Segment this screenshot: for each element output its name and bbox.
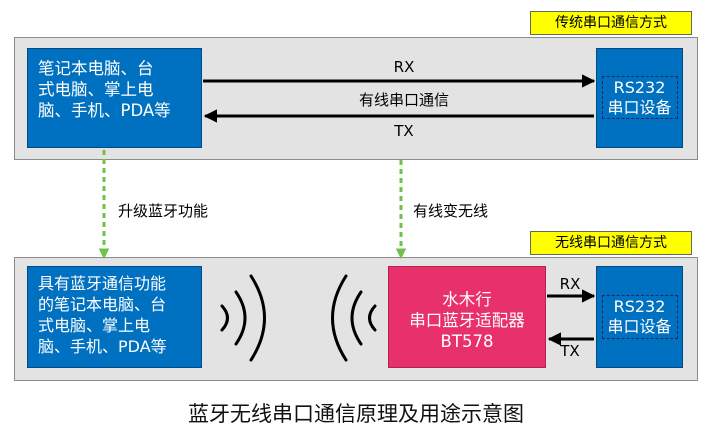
device-line: 具有蓝牙通信功能 [38, 274, 167, 293]
wireless-rs232-box: RS232 串口设备 [596, 266, 683, 368]
diagram-caption: 蓝牙无线串口通信原理及用途示意图 [188, 402, 524, 426]
device-line: 式电脑、掌上电 [38, 316, 151, 335]
wired-to-wireless-label: 有线变无线 [413, 202, 489, 220]
wireless-tx-label: TX [560, 342, 580, 360]
wireless-rx-label: RX [559, 275, 581, 293]
rs232-line: 串口设备 [607, 98, 672, 117]
adapter-line: 水木行 [442, 290, 492, 309]
traditional-tx-label: TX [394, 122, 414, 140]
rs232-inner-frame [602, 76, 678, 119]
traditional-rx-label: RX [393, 58, 415, 76]
device-line: 式电脑、掌上电 [38, 80, 154, 99]
device-line: 脑、手机、PDA等 [38, 337, 167, 356]
bluetooth-adapter-box: 水木行 串口蓝牙适配器 BT578 [388, 266, 546, 368]
adapter-line: 串口蓝牙适配器 [409, 311, 525, 330]
wireless-tag: 无线串口通信方式 [530, 231, 692, 255]
upgrade-bluetooth-label: 升级蓝牙功能 [118, 202, 209, 220]
rs232-line: RS232 [613, 78, 666, 97]
traditional-device-box: 笔记本电脑、台 式电脑、掌上电 脑、手机、PDA等 [27, 48, 202, 148]
device-line: 笔记本电脑、台 [38, 59, 154, 78]
wired-comm-label: 有线串口通信 [358, 91, 450, 109]
wireless-device-box: 具有蓝牙通信功能 的笔记本电脑、台 式电脑、掌上电 脑、手机、PDA等 [27, 266, 202, 368]
signal-waves-left [220, 274, 266, 362]
traditional-tag: 传统串口通信方式 [530, 11, 692, 35]
adapter-line: BT578 [440, 332, 494, 351]
device-line: 脑、手机、PDA等 [38, 101, 171, 120]
rs232-line: 串口设备 [607, 317, 672, 336]
signal-waves-right [331, 274, 377, 362]
device-line: 的笔记本电脑、台 [38, 295, 167, 314]
traditional-rs232-box: RS232 串口设备 [596, 48, 683, 148]
rs232-line: RS232 [613, 297, 666, 316]
rs232-inner-frame [602, 295, 678, 339]
